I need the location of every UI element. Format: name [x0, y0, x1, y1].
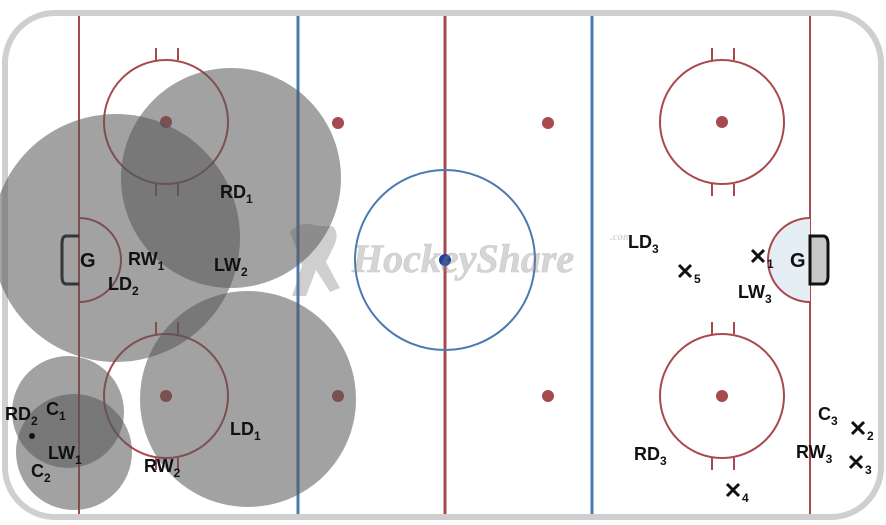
player-label-lw1: LW1: [48, 443, 82, 467]
player-label-c2: C2: [31, 461, 51, 485]
player-label-rw2: RW2: [144, 456, 181, 480]
coverage-zone-5: [16, 394, 132, 510]
goal-net-right: [808, 234, 830, 286]
coverage-zone-2: [0, 114, 240, 362]
player-label-lw3: LW3: [738, 282, 772, 306]
x-marker-number: 4: [742, 491, 749, 505]
player-label-rd3: RD3: [634, 444, 667, 468]
x-marker-number: 3: [865, 463, 872, 477]
player-label-lw2: LW2: [214, 255, 248, 279]
center-faceoff-dot: [439, 254, 451, 266]
player-label-rw1: RW1: [128, 249, 165, 273]
x-marker-number: 2: [867, 429, 874, 443]
goal-crease-right: [767, 217, 811, 303]
player-label-ld1: LD1: [230, 419, 261, 443]
center-faceoff-circle: [354, 169, 536, 351]
player-label-c3: C3: [818, 404, 838, 428]
watermark-text: HockeyShare: [351, 236, 574, 281]
player-label-rd2: RD2: [5, 404, 38, 428]
puck-dot: [29, 433, 35, 439]
neutral-dot-right-top: [542, 117, 554, 129]
player-label-rd1: RD1: [220, 182, 253, 206]
coverage-zone-3: [140, 291, 356, 507]
coverage-zones: [0, 68, 356, 510]
player-label-rw3: RW3: [796, 442, 833, 466]
x-marker-number: 1: [767, 257, 774, 271]
x-marker-1: 1: [750, 248, 774, 271]
x-marker-number: 5: [694, 272, 701, 286]
neutral-dot-left-top: [332, 117, 344, 129]
player-label-ld2: LD2: [108, 274, 139, 298]
neutral-dot-right-bottom: [542, 390, 554, 402]
player-label-ld3: LD3: [628, 232, 659, 256]
x-marker-2: 2: [850, 420, 874, 443]
watermark-suffix: .com: [610, 231, 632, 243]
faceoff-circle-right-bottom: [659, 322, 785, 470]
goalie-label-right: G: [790, 250, 806, 272]
goalie-label-left: G: [80, 250, 96, 272]
player-label-c1: C1: [46, 399, 66, 423]
x-markers: 1 2 3 4 5: [677, 248, 874, 505]
faceoff-circle-right-top: [659, 48, 785, 196]
x-marker-4: 4: [725, 482, 749, 505]
x-marker-3: 3: [848, 454, 872, 477]
x-marker-5: 5: [677, 263, 701, 286]
